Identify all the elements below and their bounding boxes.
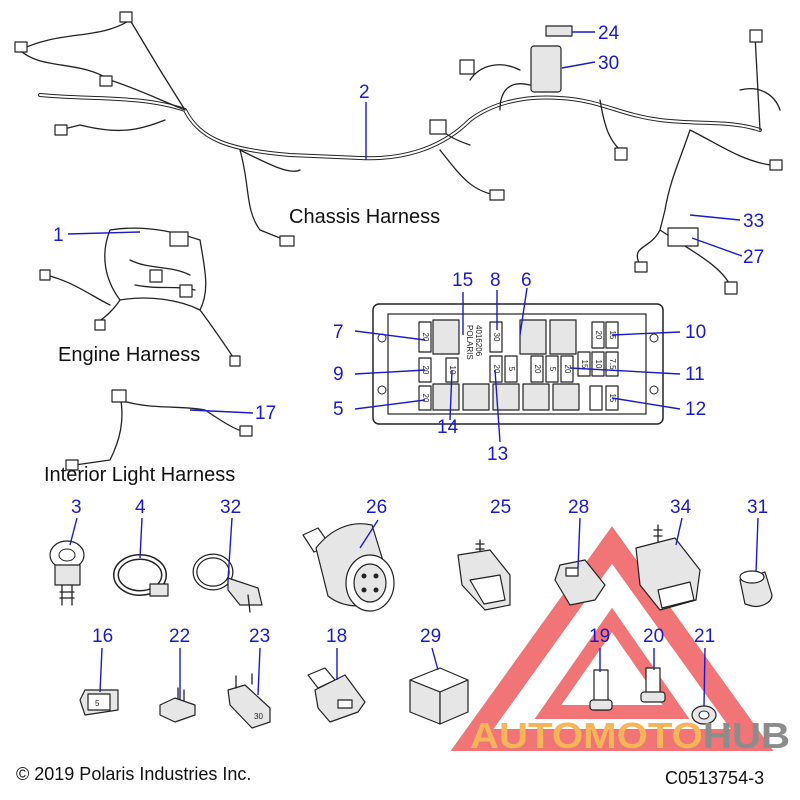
part-19-screw (589, 669, 613, 711)
watermark-logo (450, 526, 774, 751)
fuse-rating-label: 30 (492, 333, 501, 342)
callout-28: 28 (568, 497, 589, 518)
callout-32: 32 (220, 497, 241, 518)
chassis-harness-drawing (14, 11, 783, 295)
fuse-rating-label: 20 (421, 366, 430, 375)
callout-20: 20 (643, 626, 664, 647)
callout-6: 6 (521, 270, 532, 291)
callout-11: 11 (685, 364, 705, 385)
caption-chassis-harness: Chassis Harness (289, 206, 440, 228)
callout-8: 8 (490, 270, 501, 291)
fuse-slots (418, 321, 619, 411)
callout-31: 31 (747, 497, 768, 518)
part-28-connector (554, 559, 606, 606)
callout-30: 30 (598, 53, 619, 74)
part-32-clip (192, 553, 263, 613)
copyright-text: © 2019 Polaris Industries Inc. (16, 764, 251, 784)
part-16-fuse-rating: 5 (95, 699, 100, 708)
callout-34: 34 (670, 497, 692, 518)
callout-26: 26 (366, 497, 387, 518)
callout-29: 29 (420, 626, 441, 647)
callout-7: 7 (333, 322, 344, 343)
callout-12: 12 (685, 399, 706, 420)
part-23-maxi-fuse: 30 (227, 673, 271, 729)
part-31-cap (739, 570, 773, 608)
callout-19: 19 (589, 626, 610, 647)
watermark-text-hub: HUB (703, 715, 790, 756)
fuse-rating-label: 7.5 (608, 358, 617, 370)
callout-3: 3 (71, 497, 82, 518)
fuse-rating-label: 20 (492, 365, 501, 374)
callout-5: 5 (333, 399, 344, 420)
callout-24: 24 (598, 23, 620, 44)
fuse-rating-label: 20 (594, 331, 603, 340)
part-34-connector (635, 524, 701, 611)
callout-16: 16 (92, 626, 113, 647)
watermark-text-automoto: AUTOMOTO (470, 715, 703, 756)
fuse-box-brand: POLARIS (465, 325, 474, 360)
part-29-pad (409, 667, 469, 725)
callout-22: 22 (169, 626, 190, 647)
part-4-cable-tie (113, 554, 169, 597)
fuse-rating-label: 20 (563, 365, 572, 374)
callout-1: 1 (53, 225, 64, 246)
fuse-rating-label: 20 (421, 333, 430, 342)
caption-interior-light-harness: Interior Light Harness (44, 464, 235, 486)
callout-2: 2 (359, 82, 370, 103)
callout-17: 17 (255, 403, 276, 424)
leader-lines (67, 31, 759, 707)
callout-numbers: 1 2 3 4 5 6 7 8 9 10 11 12 13 14 15 16 1… (53, 23, 768, 647)
callout-9: 9 (333, 364, 344, 385)
fuse-rating-label: 5 (507, 367, 516, 372)
fuse-rating-label: 10 (594, 360, 603, 369)
callout-21: 21 (694, 626, 715, 647)
callout-14: 14 (437, 417, 459, 438)
fuse-rating-label: 20 (421, 394, 430, 403)
callout-23: 23 (249, 626, 270, 647)
part-20-screw (640, 667, 666, 703)
diagram-code: C0513754-3 (665, 768, 764, 788)
part-26-round-connector (302, 523, 395, 612)
callout-27: 27 (743, 247, 764, 268)
part-16-fuse: 5 (79, 689, 119, 716)
part-25-sensor-connector (457, 539, 511, 611)
relay-slots (432, 319, 580, 411)
part-18-bulb-socket (307, 667, 366, 723)
callout-18: 18 (326, 626, 347, 647)
callout-15: 15 (452, 270, 473, 291)
fuse-rating-label: 20 (533, 365, 542, 374)
interior-light-harness-drawing (65, 389, 253, 471)
callout-33: 33 (743, 211, 764, 232)
part-3-ring-terminal (49, 540, 85, 606)
engine-harness-drawing (39, 227, 241, 367)
callout-13: 13 (487, 444, 508, 465)
callout-25: 25 (490, 497, 511, 518)
caption-engine-harness: Engine Harness (58, 344, 200, 366)
part-22-mini-fuse (159, 687, 196, 723)
fuse-rating-label: 15 (580, 360, 589, 369)
fuse-box-part-number: 4016206 (474, 325, 483, 357)
fuse-rating-label: 5 (548, 367, 557, 372)
callout-10: 10 (685, 322, 706, 343)
part-23-fuse-rating: 30 (254, 712, 263, 721)
callout-4: 4 (135, 497, 146, 518)
